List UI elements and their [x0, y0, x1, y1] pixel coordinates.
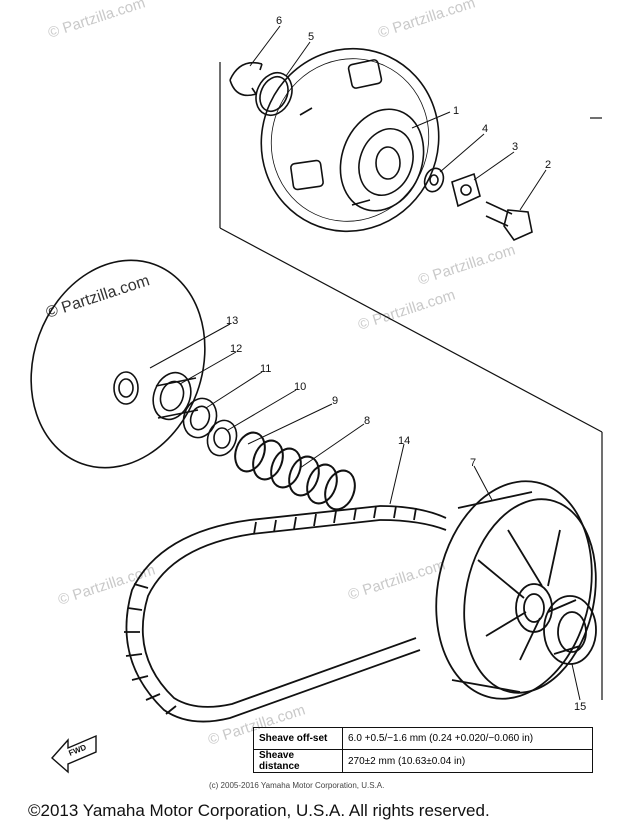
spec-label: Sheave off-set — [253, 727, 343, 750]
lock-plate — [451, 172, 481, 208]
retaining-ring — [255, 72, 293, 116]
watermark: © Partzilla.com — [46, 0, 147, 42]
fwd-label: FWD — [67, 743, 87, 758]
watermark: © Partzilla.com — [356, 286, 457, 333]
callout-8: 8 — [364, 415, 370, 427]
secondary-pulley — [435, 480, 597, 700]
washer — [423, 167, 445, 193]
watermark: © Partzilla.com — [416, 241, 517, 288]
fwd-arrow: FWD — [51, 734, 97, 774]
compression-spring — [234, 431, 356, 511]
callout-11: 11 — [260, 363, 271, 375]
watermark: © Partzilla.com — [346, 556, 447, 603]
spec-label: Sheave distance — [253, 749, 343, 773]
spec-row: Sheave off-set 6.0 +0.5/−1.6 mm (0.24 +0… — [253, 727, 593, 750]
spring-seat — [206, 419, 238, 457]
movable-sheave — [30, 259, 206, 469]
primary-fixed-sheave — [260, 47, 440, 233]
callout-4: 4 — [482, 123, 488, 135]
callout-13: 13 — [226, 315, 238, 327]
pulley-boss — [543, 595, 597, 665]
copyright-main: ©2013 Yamaha Motor Corporation, U.S.A. A… — [28, 801, 490, 820]
callout-9: 9 — [332, 395, 338, 407]
sheave-spec-table: Sheave off-set 6.0 +0.5/−1.6 mm (0.24 +0… — [253, 727, 593, 773]
callout-10: 10 — [294, 381, 306, 393]
callout-1: 1 — [453, 105, 459, 117]
leader-lines — [149, 25, 581, 701]
bolt — [485, 201, 533, 241]
watermark: © Partzilla.com — [376, 0, 477, 42]
spec-row: Sheave distance 270±2 mm (10.63±0.04 in) — [253, 749, 593, 773]
callout-5: 5 — [308, 31, 314, 43]
callout-7: 7 — [470, 457, 476, 469]
copyright-small: (c) 2005-2016 Yamaha Motor Corporation, … — [209, 781, 385, 790]
callout-14: 14 — [398, 435, 410, 447]
fwd-arrow-icon — [51, 734, 97, 774]
callout-labels: 1 2 3 4 5 6 7 8 9 10 11 12 13 14 15 — [226, 15, 586, 713]
spec-value: 270±2 mm (10.63±0.04 in) — [342, 749, 593, 773]
callout-6: 6 — [276, 15, 282, 27]
spec-value: 6.0 +0.5/−1.6 mm (0.24 +0.020/−0.060 in) — [342, 727, 593, 750]
drive-belt — [124, 505, 447, 723]
bushing — [152, 371, 199, 421]
callout-12: 12 — [230, 343, 242, 355]
callout-2: 2 — [545, 159, 551, 171]
circlip — [229, 61, 263, 97]
assembly-bracket — [219, 62, 603, 700]
callout-15: 15 — [574, 701, 586, 713]
watermark: © Partzilla.com — [56, 561, 157, 608]
callout-3: 3 — [512, 141, 518, 153]
